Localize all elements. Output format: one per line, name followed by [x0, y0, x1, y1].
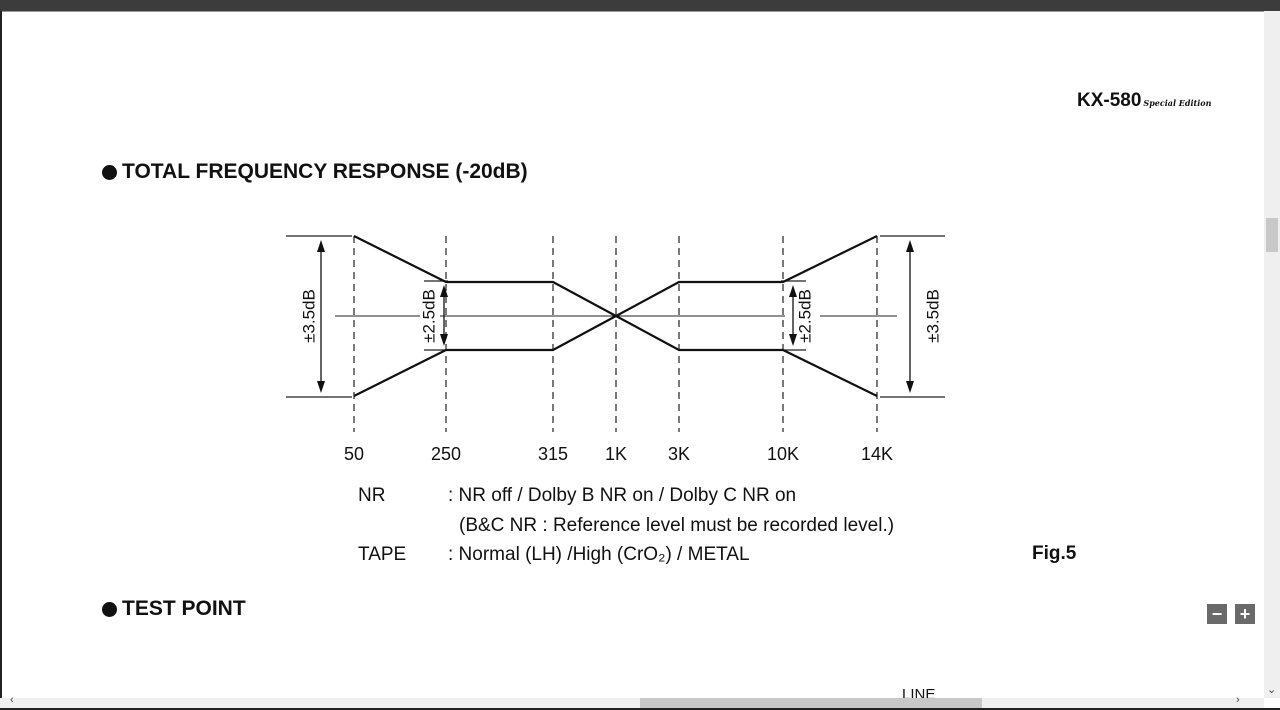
- model-suffix: Special Edition: [1143, 98, 1212, 108]
- freq-tick-label: 50: [344, 444, 364, 464]
- freq-tick-label: 14K: [861, 444, 893, 464]
- section-heading-frequency-response: TOTAL FREQUENCY RESPONSE (-20dB): [102, 160, 528, 184]
- freq-tick-label: 10K: [767, 444, 799, 464]
- window-border: [0, 11, 2, 710]
- figure-label: Fig.5: [1032, 543, 1077, 564]
- document-page: [2, 12, 1264, 698]
- zoom-out-button[interactable]: −: [1207, 604, 1227, 624]
- tolerance-label: ±2.5dB: [419, 289, 438, 343]
- section-title: TEST POINT: [122, 597, 246, 620]
- scroll-right-icon[interactable]: ›: [1236, 694, 1240, 706]
- note-tape-key: TAPE: [358, 544, 407, 565]
- tolerance-curve-lower-tolerance: [353, 235, 878, 397]
- model-name: KX-580: [1077, 90, 1142, 111]
- arrow-head-up-icon: [317, 240, 325, 252]
- tolerance-label: ±3.5dB: [299, 289, 318, 343]
- arrow-head-down-icon: [906, 381, 914, 393]
- zoom-in-button[interactable]: +: [1235, 604, 1255, 624]
- arrow-head-up-icon: [906, 240, 914, 252]
- note-nr-value: : NR off / Dolby B NR on / Dolby C NR on: [448, 485, 797, 506]
- section-title: TOTAL FREQUENCY RESPONSE (-20dB): [122, 160, 528, 183]
- bullet-icon: [102, 601, 117, 617]
- tolerance-label: ±3.5dB: [923, 289, 942, 343]
- partial-label-line: LINE: [902, 686, 936, 698]
- freq-tick-label: 3K: [668, 444, 690, 464]
- freq-tick-label: 315: [538, 444, 568, 464]
- freq-tick-label: 250: [431, 444, 461, 464]
- note-bc-nr: (B&C NR : Reference level must be record…: [459, 515, 895, 536]
- arrow-head-up-icon: [440, 285, 448, 297]
- vertical-scrollbar[interactable]: ⌄: [1264, 11, 1280, 698]
- arrow-head-down-icon: [317, 381, 325, 393]
- scroll-down-icon[interactable]: ⌄: [1267, 684, 1277, 696]
- note-nr-key: NR: [358, 485, 386, 506]
- freq-tick-label: 1K: [605, 444, 627, 464]
- arrow-head-down-icon: [440, 334, 448, 346]
- horizontal-scrollbar[interactable]: ‹ ›: [0, 694, 1264, 708]
- note-tape-value: : Normal (LH) /High (CrO₂) / METAL: [448, 544, 750, 565]
- bullet-icon: [102, 164, 117, 180]
- section-heading-test-point: TEST POINT: [102, 597, 246, 621]
- viewer-top-bar: [0, 0, 1280, 12]
- arrow-head-down-icon: [789, 334, 797, 346]
- window-border: [0, 708, 1280, 710]
- tolerance-label: ±2.5dB: [795, 289, 814, 343]
- scroll-left-icon[interactable]: ‹: [10, 694, 14, 706]
- vertical-scroll-thumb[interactable]: [1266, 218, 1278, 252]
- frequency-response-diagram: ±3.5dB ±2.5dB ±2.5dB ±3.5dB 50 250 315 1K 3K 10K 1…: [286, 235, 945, 464]
- arrow-head-up-icon: [789, 285, 797, 297]
- horizontal-scroll-thumb[interactable]: [640, 698, 982, 708]
